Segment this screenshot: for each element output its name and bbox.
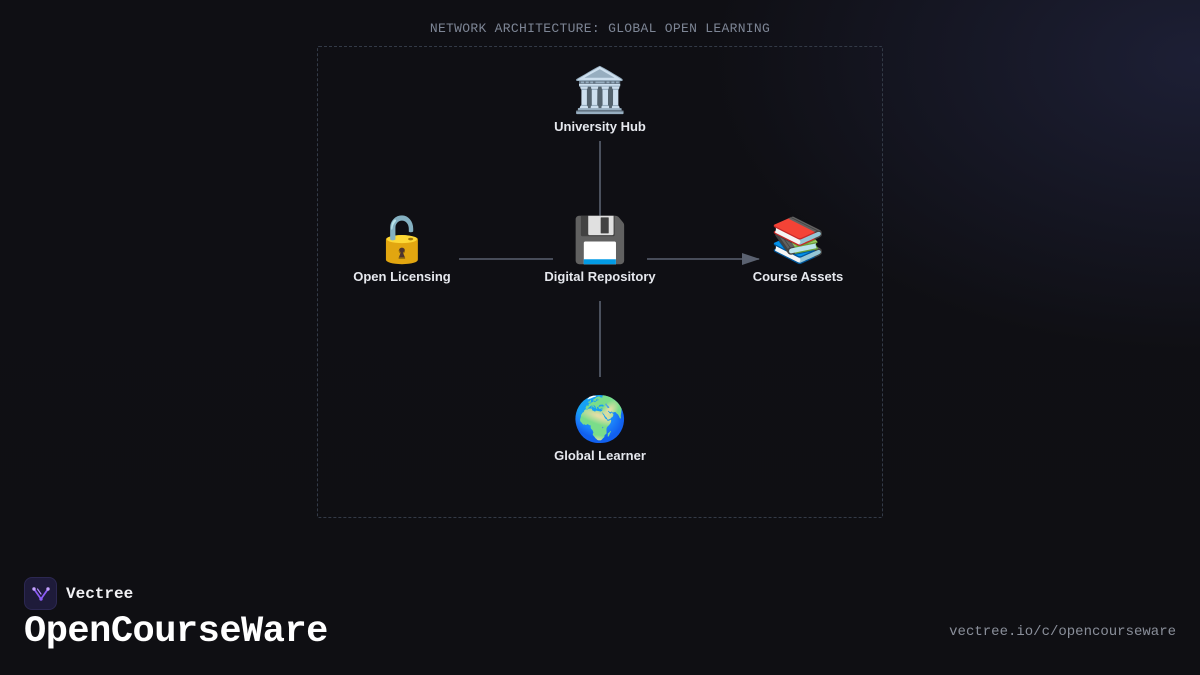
diagram-title: NETWORK ARCHITECTURE: GLOBAL OPEN LEARNI… (429, 21, 771, 36)
node-digital-repository[interactable]: 💾 Digital Repository (520, 215, 680, 285)
node-global-learner[interactable]: 🌍 Global Learner (520, 394, 680, 464)
brand-name: Vectree (66, 584, 134, 603)
node-label: Course Assets (752, 269, 844, 284)
node-label: University Hub (554, 119, 646, 134)
node-label: Digital Repository (544, 269, 656, 284)
stacked-books-icon: 📚 (770, 215, 826, 266)
node-university-hub[interactable]: 🏛️ University Hub (520, 65, 680, 135)
unlocked-padlock-icon: 🔓 (374, 215, 430, 266)
node-open-licensing[interactable]: 🔓 Open Licensing (322, 215, 482, 285)
node-label: Global Learner (554, 448, 646, 463)
node-label: Open Licensing (353, 269, 451, 284)
page-url[interactable]: vectree.io/c/opencourseware (949, 624, 1176, 640)
node-course-assets[interactable]: 📚 Course Assets (718, 215, 878, 285)
brand: Vectree (24, 577, 133, 610)
vectree-logo-icon (24, 577, 57, 610)
classical-building-icon: 🏛️ (572, 65, 628, 116)
diagram-frame (317, 46, 883, 518)
globe-icon: 🌍 (572, 394, 628, 445)
page-title: OpenCourseWare (24, 611, 328, 653)
floppy-disk-icon: 💾 (572, 215, 628, 266)
